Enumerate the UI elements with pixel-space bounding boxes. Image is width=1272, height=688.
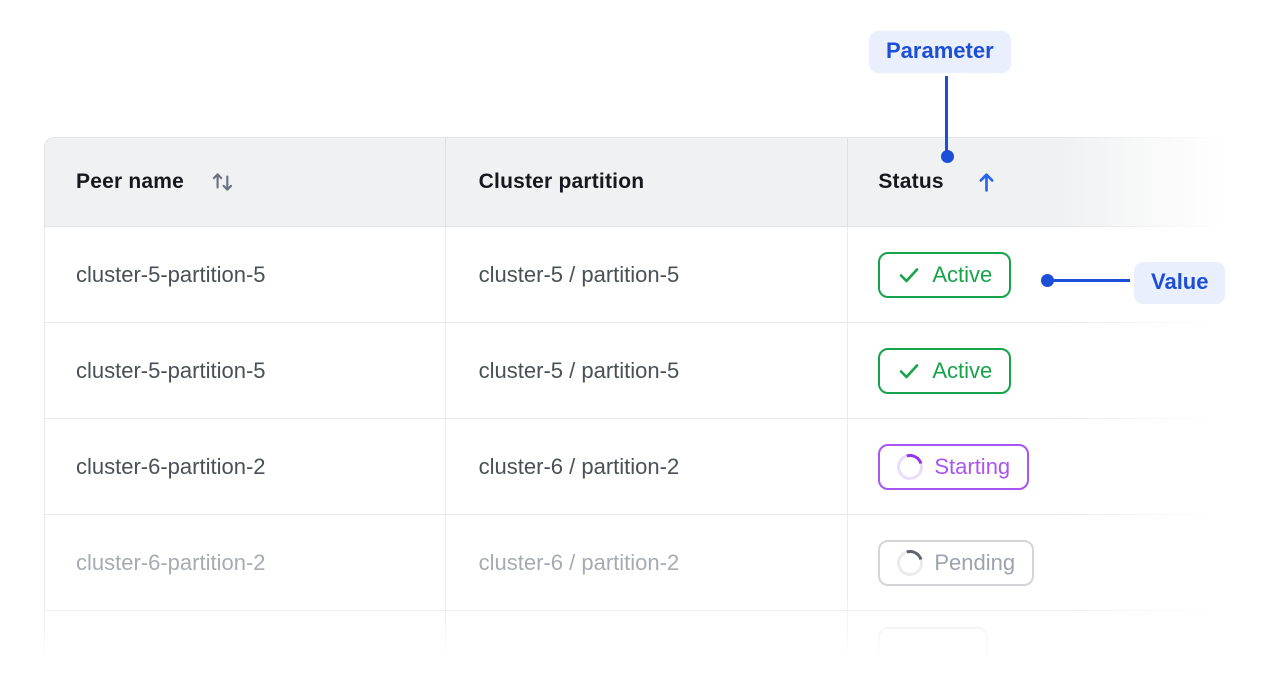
sort-updown-icon[interactable] xyxy=(210,169,236,195)
status-badge-label: Pending xyxy=(934,549,1016,575)
status-badge: Active xyxy=(878,251,1012,298)
parameter-callout-dot xyxy=(941,150,954,163)
peer-name-cell xyxy=(45,611,445,688)
cluster-partition-cell: cluster-5 / partition-5 xyxy=(444,323,848,418)
status-cell: Starting xyxy=(847,419,1272,514)
column-header-cluster-partition: Cluster partition xyxy=(444,138,848,226)
check-icon xyxy=(900,363,919,378)
table-row: cluster-6-partition-2 cluster-6 / partit… xyxy=(44,515,1272,611)
peer-name-cell: cluster-6-partition-2 xyxy=(76,453,266,479)
status-badge-label: Active xyxy=(932,261,993,287)
value-callout-dot xyxy=(1041,274,1054,287)
spinner-icon xyxy=(892,448,928,485)
status-cell: Active xyxy=(847,227,1272,322)
table-row: cluster-6-partition-2 cluster-6 / partit… xyxy=(44,419,1272,515)
table-row: cluster-5-partition-5 cluster-5 / partit… xyxy=(44,323,1272,419)
column-header-peer-name[interactable]: Peer name xyxy=(45,138,445,226)
value-callout-line xyxy=(1052,279,1130,282)
check-icon xyxy=(900,267,919,282)
peer-name-header-label: Peer name xyxy=(76,170,185,193)
cluster-partition-cell: cluster-6 / partition-2 xyxy=(444,515,848,610)
cluster-partition-cell: cluster-5 / partition-5 xyxy=(444,227,848,322)
status-cell xyxy=(847,611,1272,688)
status-badge: Active xyxy=(878,347,1012,394)
status-cell: Active xyxy=(847,323,1272,418)
status-badge: Starting xyxy=(878,443,1030,490)
column-header-status[interactable]: Status xyxy=(847,138,1272,226)
status-cell: Pending xyxy=(847,515,1272,610)
parameter-callout-label: Parameter xyxy=(869,31,1011,73)
peer-name-cell: cluster-5-partition-5 xyxy=(76,261,266,287)
status-badge-label: Starting xyxy=(934,453,1011,479)
peer-name-cell: cluster-6-partition-2 xyxy=(76,549,266,575)
status-header-label: Status xyxy=(878,170,944,193)
value-callout-label: Value xyxy=(1134,262,1226,304)
spinner-icon xyxy=(892,544,928,581)
cluster-partition-header-label: Cluster partition xyxy=(478,170,645,193)
sort-ascending-icon[interactable] xyxy=(974,168,999,196)
parameter-callout-line xyxy=(945,76,948,152)
peers-table: Peer name Cluster partition Status clust… xyxy=(44,137,1272,688)
table-header-row: Peer name Cluster partition Status xyxy=(44,137,1272,227)
peer-name-cell: cluster-5-partition-5 xyxy=(76,357,266,383)
table-row xyxy=(44,611,1272,688)
table-row: cluster-5-partition-5 cluster-5 / partit… xyxy=(44,227,1272,323)
cluster-partition-cell: cluster-6 / partition-2 xyxy=(444,419,848,514)
status-badge: Pending xyxy=(878,539,1035,586)
status-badge-label: Active xyxy=(932,357,993,383)
cluster-partition-cell xyxy=(444,611,848,688)
status-badge xyxy=(878,626,989,673)
